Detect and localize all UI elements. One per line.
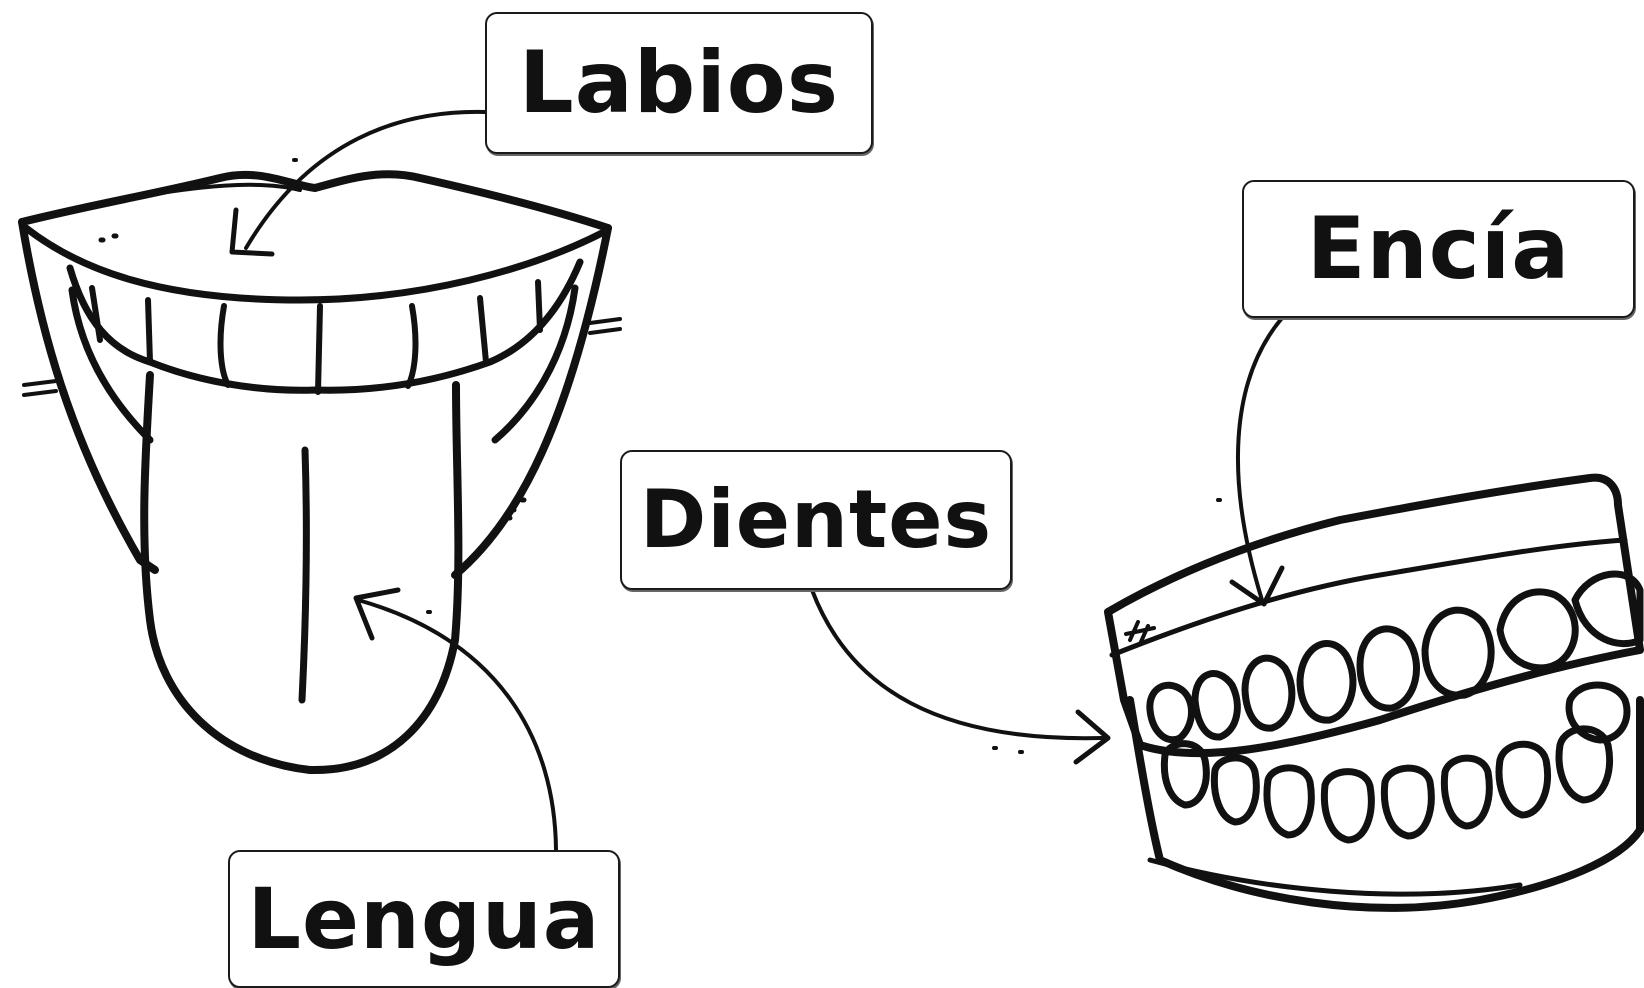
labios-arrowhead (229, 207, 275, 257)
upper-teeth (66, 258, 584, 395)
upper-gum-outline (1104, 473, 1644, 758)
label-encia-box: Encía (1242, 180, 1635, 318)
lengua-arrowhead (353, 587, 401, 641)
label-lengua-box: Lengua (228, 850, 620, 988)
dientes-arrowhead (1073, 709, 1111, 765)
mouth-illustration (18, 158, 622, 775)
encia-arrowhead (1229, 565, 1285, 607)
lower-denture-teeth (1160, 681, 1631, 844)
lower-gum-outline (1126, 696, 1644, 912)
upper-lip-outline (18, 170, 612, 232)
label-labios-box: Labios (485, 12, 873, 154)
inner-lip-line (22, 224, 608, 304)
dientes-arrow (810, 588, 1104, 741)
tongue-center-line (298, 446, 310, 704)
label-encia: Encía (1306, 199, 1571, 299)
label-labios: Labios (518, 33, 840, 133)
label-dientes-box: Dientes (620, 450, 1012, 590)
label-lengua: Lengua (247, 870, 601, 968)
encia-arrow (1235, 316, 1284, 602)
upper-denture-teeth (1146, 570, 1644, 744)
labios-arrow (244, 109, 487, 250)
lower-lip-outline (18, 218, 612, 579)
lengua-arrow (356, 598, 558, 852)
arrows (229, 109, 1285, 852)
tongue-outline (140, 371, 463, 775)
label-dientes: Dientes (639, 473, 993, 566)
teeth-illustration (1104, 473, 1644, 912)
